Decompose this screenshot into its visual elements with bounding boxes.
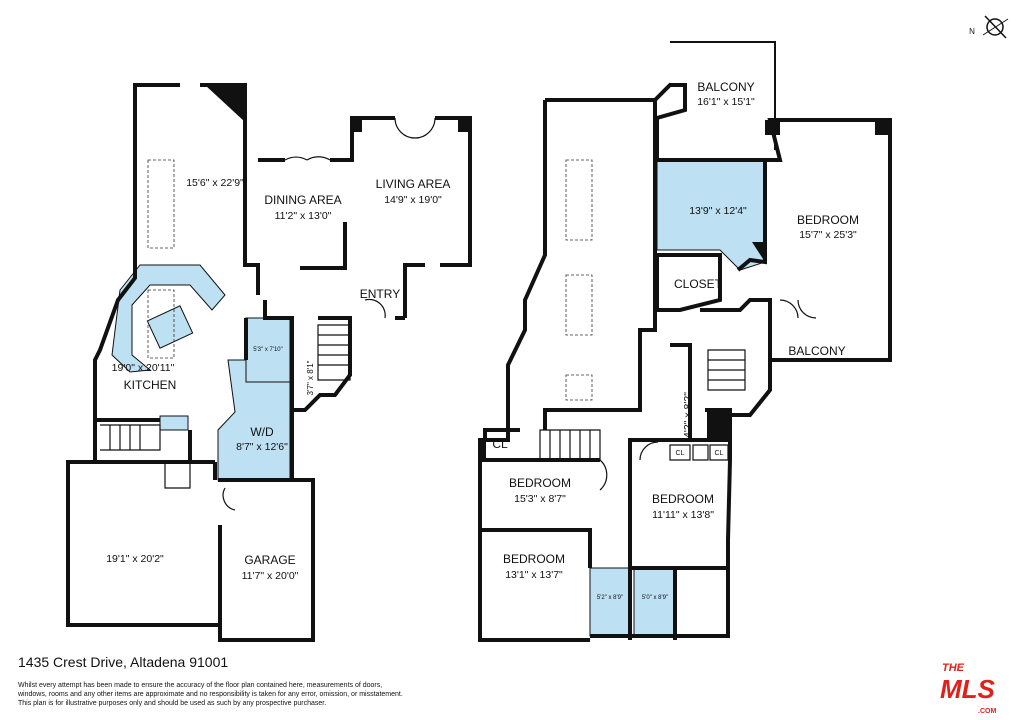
logo-mls: MLS: [940, 674, 996, 704]
bedroom-4-label: BEDROOM: [503, 552, 565, 566]
closet-cl-3: CL: [715, 450, 724, 457]
entry-walls: [244, 300, 405, 480]
bedroom-2-dimensions: 15'3" x 8'7": [514, 493, 566, 505]
property-address: 1435 Crest Drive, Altadena 91001: [18, 654, 229, 670]
laundry-dimensions: 8'7" x 12'6": [236, 441, 288, 453]
bath-1-dimensions: 5'2" x 8'9": [597, 595, 623, 601]
entry-label: ENTRY: [360, 287, 400, 301]
disclaimer-line: Whilst every attempt has been made to en…: [18, 682, 383, 689]
dining-living-walls: [258, 116, 472, 318]
powder-room-dimensions: 5'3" x 7'10": [253, 347, 283, 353]
dining-area-label: DINING AREA: [264, 193, 341, 207]
balcony-top: [670, 41, 776, 150]
family-room-dimensions: 15'6" x 22'9": [186, 177, 244, 189]
bath-2: [633, 567, 676, 637]
disclaimer-line: This plan is for illustrative purposes o…: [18, 700, 327, 707]
balcony-top-dimensions: 16'1" x 15'1": [697, 96, 755, 108]
master-bath-dimensions: 13'9" x 12'4": [689, 205, 747, 217]
balcony-top-label: BALCONY: [697, 80, 754, 94]
closet-label: CLOSET: [674, 277, 723, 291]
hall-dimensions: 3'7" x 8'1": [306, 360, 315, 395]
compass-icon: N: [969, 15, 1009, 39]
upper-floor: BALCONY 16'1" x 15'1" 13'9" x 12'4" BEDR…: [478, 41, 892, 642]
closet-cl-2: CL: [676, 450, 685, 457]
chimney: [205, 85, 245, 122]
balcony-side-label: BALCONY: [788, 344, 845, 358]
laundry-label: W/D: [250, 425, 274, 439]
kitchen-dimensions: 19'0" x 20'11": [112, 362, 175, 374]
logo-the: THE: [942, 662, 965, 674]
disclaimer-line: windows, rooms and any other items are a…: [18, 691, 403, 698]
living-area-label: LIVING AREA: [376, 177, 451, 191]
family-room-walls: [93, 83, 137, 420]
kitchen-label: KITCHEN: [124, 378, 177, 392]
garage-label: GARAGE: [244, 553, 295, 567]
kitchen-island: [146, 305, 194, 349]
kitchen-counter-small: [159, 415, 189, 431]
compass-label: N: [969, 27, 975, 36]
bedroom-4-dimensions: 13'1" x 13'7": [505, 569, 563, 581]
hall-closet-dimensions: 4'2" x 8'2": [682, 392, 694, 438]
master-bedroom-dimensions: 15'7" x 25'3": [799, 229, 857, 241]
master-bedroom-label: BEDROOM: [797, 213, 859, 227]
garage-left-walls: [66, 460, 220, 627]
bath-1: [589, 567, 631, 637]
bath-2-dimensions: 5'0" x 8'9": [642, 595, 668, 601]
kitchen-counter: [111, 264, 226, 373]
bedroom-2-label: BEDROOM: [509, 476, 571, 490]
stairs: [317, 324, 351, 381]
upper-stairs: [539, 349, 746, 461]
logo-com: .COM: [978, 708, 996, 715]
dining-area-dimensions: 11'2" x 13'0": [275, 210, 332, 222]
ground-floor: 15'6" x 22'9" DINING AREA 11'2" x 13'0" …: [66, 83, 472, 642]
mls-logo: THE MLS .COM: [940, 662, 996, 715]
garage-dimensions: 11'7" x 20'0": [242, 570, 299, 582]
bedroom-3-dimensions: 11'11" x 13'8": [652, 509, 714, 521]
skylights: [147, 159, 175, 359]
living-area-dimensions: 14'9" x 19'0": [384, 194, 442, 206]
garage-left-dimensions: 19'1" x 20'2": [106, 553, 164, 565]
bedroom-3-label: BEDROOM: [652, 492, 714, 506]
closet-cl-1: CL: [492, 437, 508, 451]
disclaimer: Whilst every attempt has been made to en…: [18, 681, 403, 708]
upper-skylights: [565, 159, 593, 401]
